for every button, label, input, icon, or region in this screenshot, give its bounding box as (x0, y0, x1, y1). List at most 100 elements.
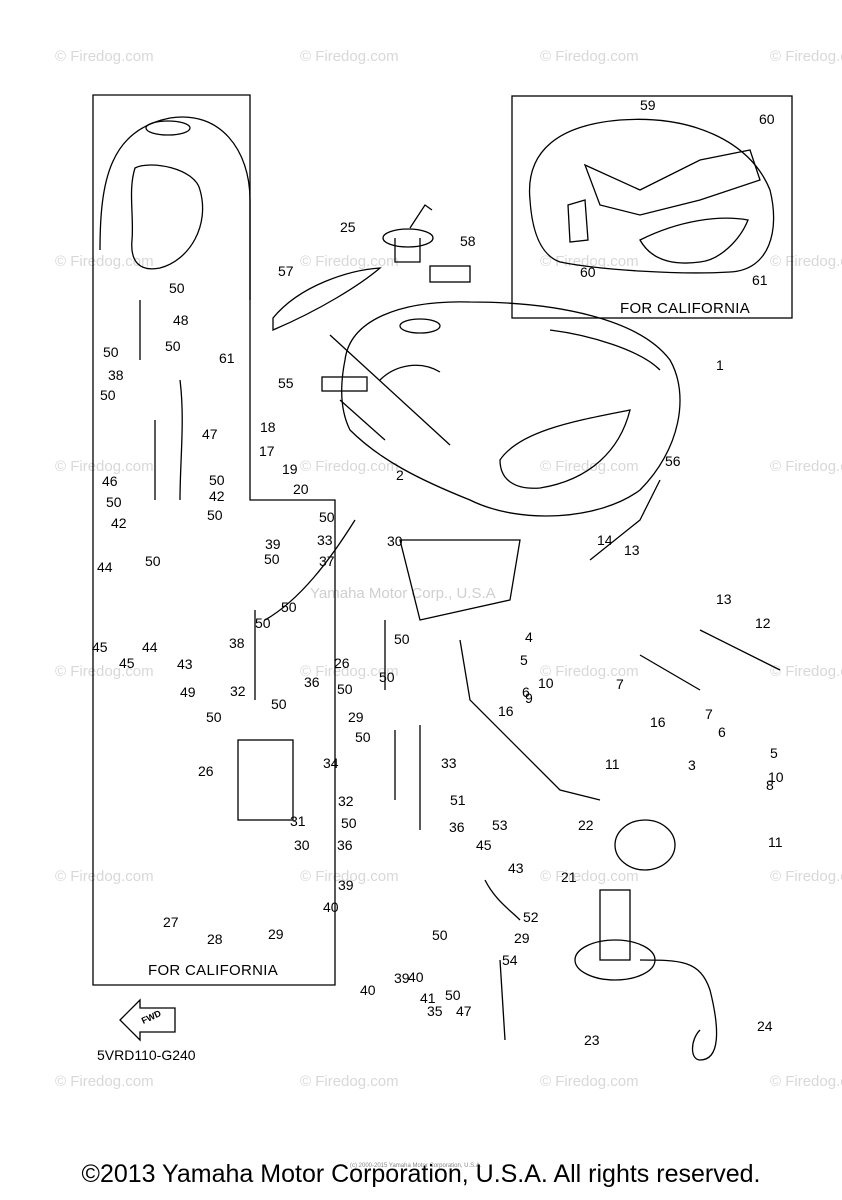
callout-number: 50 (145, 553, 161, 569)
callout-number: 44 (97, 559, 113, 575)
callout-number: 50 (341, 815, 357, 831)
watermark-text: © Firedog.com (540, 1073, 639, 1090)
callout-number: 18 (260, 419, 276, 435)
watermark-text: © Firedog.com (770, 458, 842, 475)
watermark-text: © Firedog.com (770, 868, 842, 885)
callout-number: 13 (624, 542, 640, 558)
deflector-53 (272, 267, 382, 331)
callout-number: 60 (580, 264, 596, 280)
watermark-text: © Firedog.com (300, 663, 399, 680)
callout-number: 40 (323, 899, 339, 915)
callout-number: 48 (173, 312, 189, 328)
california-box-left (92, 94, 336, 986)
center-watermark: Yamaha Motor Corp., U.S.A (310, 585, 496, 602)
callout-number: 50 (169, 280, 185, 296)
callout-number: 56 (665, 453, 681, 469)
callout-number: 25 (340, 219, 356, 235)
callout-number: 39 (338, 877, 354, 893)
watermark-text: © Firedog.com (300, 253, 399, 270)
callout-number: 49 (180, 684, 196, 700)
callout-number: 22 (578, 817, 594, 833)
callout-number: 23 (584, 1032, 600, 1048)
callout-number: 38 (108, 367, 124, 383)
callout-number: 27 (163, 914, 179, 930)
callout-number: 30 (387, 533, 403, 549)
copyright-footer: ©2013 Yamaha Motor Corporation, U.S.A. A… (81, 1160, 761, 1188)
callout-number: 6 (718, 724, 726, 740)
callout-number: 32 (230, 683, 246, 699)
callout-number: 8 (766, 777, 774, 793)
callout-number: 33 (317, 532, 333, 548)
callout-number: 12 (755, 615, 771, 631)
callout-number: 5 (520, 652, 528, 668)
callout-number: 50 (207, 507, 223, 523)
callout-number: 61 (219, 350, 235, 366)
callout-number: 29 (268, 926, 284, 942)
callout-number: 17 (259, 443, 275, 459)
callout-number: 50 (394, 631, 410, 647)
callout-number: 50 (100, 387, 116, 403)
callout-number: 28 (207, 931, 223, 947)
watermark-text: © Firedog.com (300, 48, 399, 65)
callout-number: 55 (278, 375, 294, 391)
callout-number: 45 (92, 639, 108, 655)
callout-number: 50 (432, 927, 448, 943)
tank-outline-right (528, 118, 775, 274)
watermark-text: © Firedog.com (540, 663, 639, 680)
callout-number: 54 (502, 952, 518, 968)
watermark-text: © Firedog.com (770, 253, 842, 270)
watermark-text: © Firedog.com (55, 458, 154, 475)
callout-number: 35 (427, 1003, 443, 1019)
callout-number: 61 (752, 272, 768, 288)
callout-number: 50 (355, 729, 371, 745)
callout-number: 47 (456, 1003, 472, 1019)
tank-outline-left (99, 116, 251, 300)
callout-number: 50 (337, 681, 353, 697)
callout-number: 50 (209, 472, 225, 488)
callout-number: 53 (492, 817, 508, 833)
callout-number: 40 (408, 969, 424, 985)
callout-number: 44 (142, 639, 158, 655)
callout-number: 10 (538, 675, 554, 691)
callout-number: 26 (334, 655, 350, 671)
callout-number: 7 (705, 706, 713, 722)
watermark-text: © Firedog.com (55, 868, 154, 885)
callout-number: 46 (102, 473, 118, 489)
callout-number: 50 (264, 551, 280, 567)
callout-number: 50 (319, 509, 335, 525)
watermark-text: © Firedog.com (770, 663, 842, 680)
watermark-text: © Firedog.com (540, 868, 639, 885)
callout-number: 43 (508, 860, 524, 876)
callout-number: 11 (768, 834, 783, 850)
callout-number: 52 (523, 909, 539, 925)
callout-number: 3 (688, 757, 696, 773)
callout-number: 50 (206, 709, 222, 725)
callout-number: 24 (757, 1018, 773, 1034)
callout-number: 40 (360, 982, 376, 998)
callout-number: 30 (294, 837, 310, 853)
callout-number: 50 (165, 338, 181, 354)
callout-number: 20 (293, 481, 309, 497)
fwd-arrow-icon (119, 998, 176, 1042)
watermark-text: © Firedog.com (55, 48, 154, 65)
callout-number: 10 (768, 769, 784, 785)
california-box-right (511, 95, 793, 319)
callout-number: 29 (348, 709, 364, 725)
callout-number: 50 (379, 669, 395, 685)
callout-number: 58 (460, 233, 476, 249)
callout-number: 4 (525, 629, 533, 645)
fuel-cap (382, 228, 434, 248)
watermark-text: © Firedog.com (770, 48, 842, 65)
watermark-text: © Firedog.com (540, 458, 639, 475)
callout-number: 14 (597, 532, 613, 548)
callout-number: 16 (498, 703, 514, 719)
callout-number: 39 (265, 536, 281, 552)
callout-number: 41 (420, 990, 436, 1006)
callout-number: 34 (323, 755, 339, 771)
wire-harness-24 (639, 959, 718, 1061)
callout-number: 13 (716, 591, 732, 607)
callout-number: 57 (278, 263, 294, 279)
california-label-right: FOR CALIFORNIA (620, 300, 751, 317)
callout-number: 51 (450, 792, 466, 808)
watermark-text: © Firedog.com (55, 1073, 154, 1090)
